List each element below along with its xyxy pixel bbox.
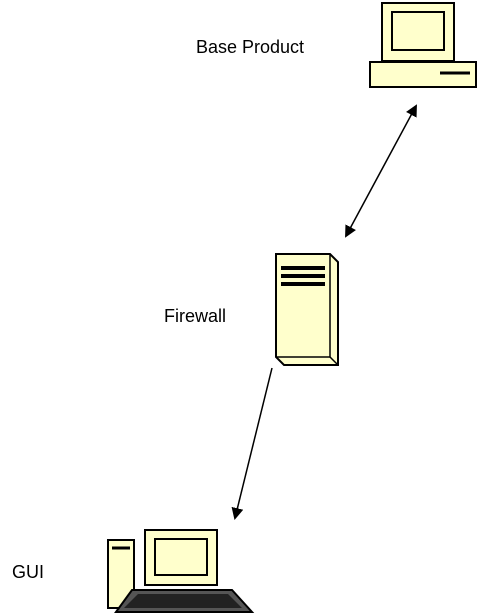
desktop-computer-icon [369, 2, 477, 88]
server-tower-icon [275, 253, 339, 366]
connector-firewall-base-product [345, 104, 417, 238]
node-base-product: Base Product [196, 2, 477, 88]
gui-label: GUI [12, 562, 44, 582]
firewall-label: Firewall [164, 306, 226, 326]
connector-firewall-gui [231, 367, 273, 520]
node-firewall: Firewall [164, 253, 339, 366]
node-gui: GUI [12, 529, 255, 613]
laptop-computer-icon [107, 529, 255, 613]
base-product-label: Base Product [196, 37, 304, 57]
